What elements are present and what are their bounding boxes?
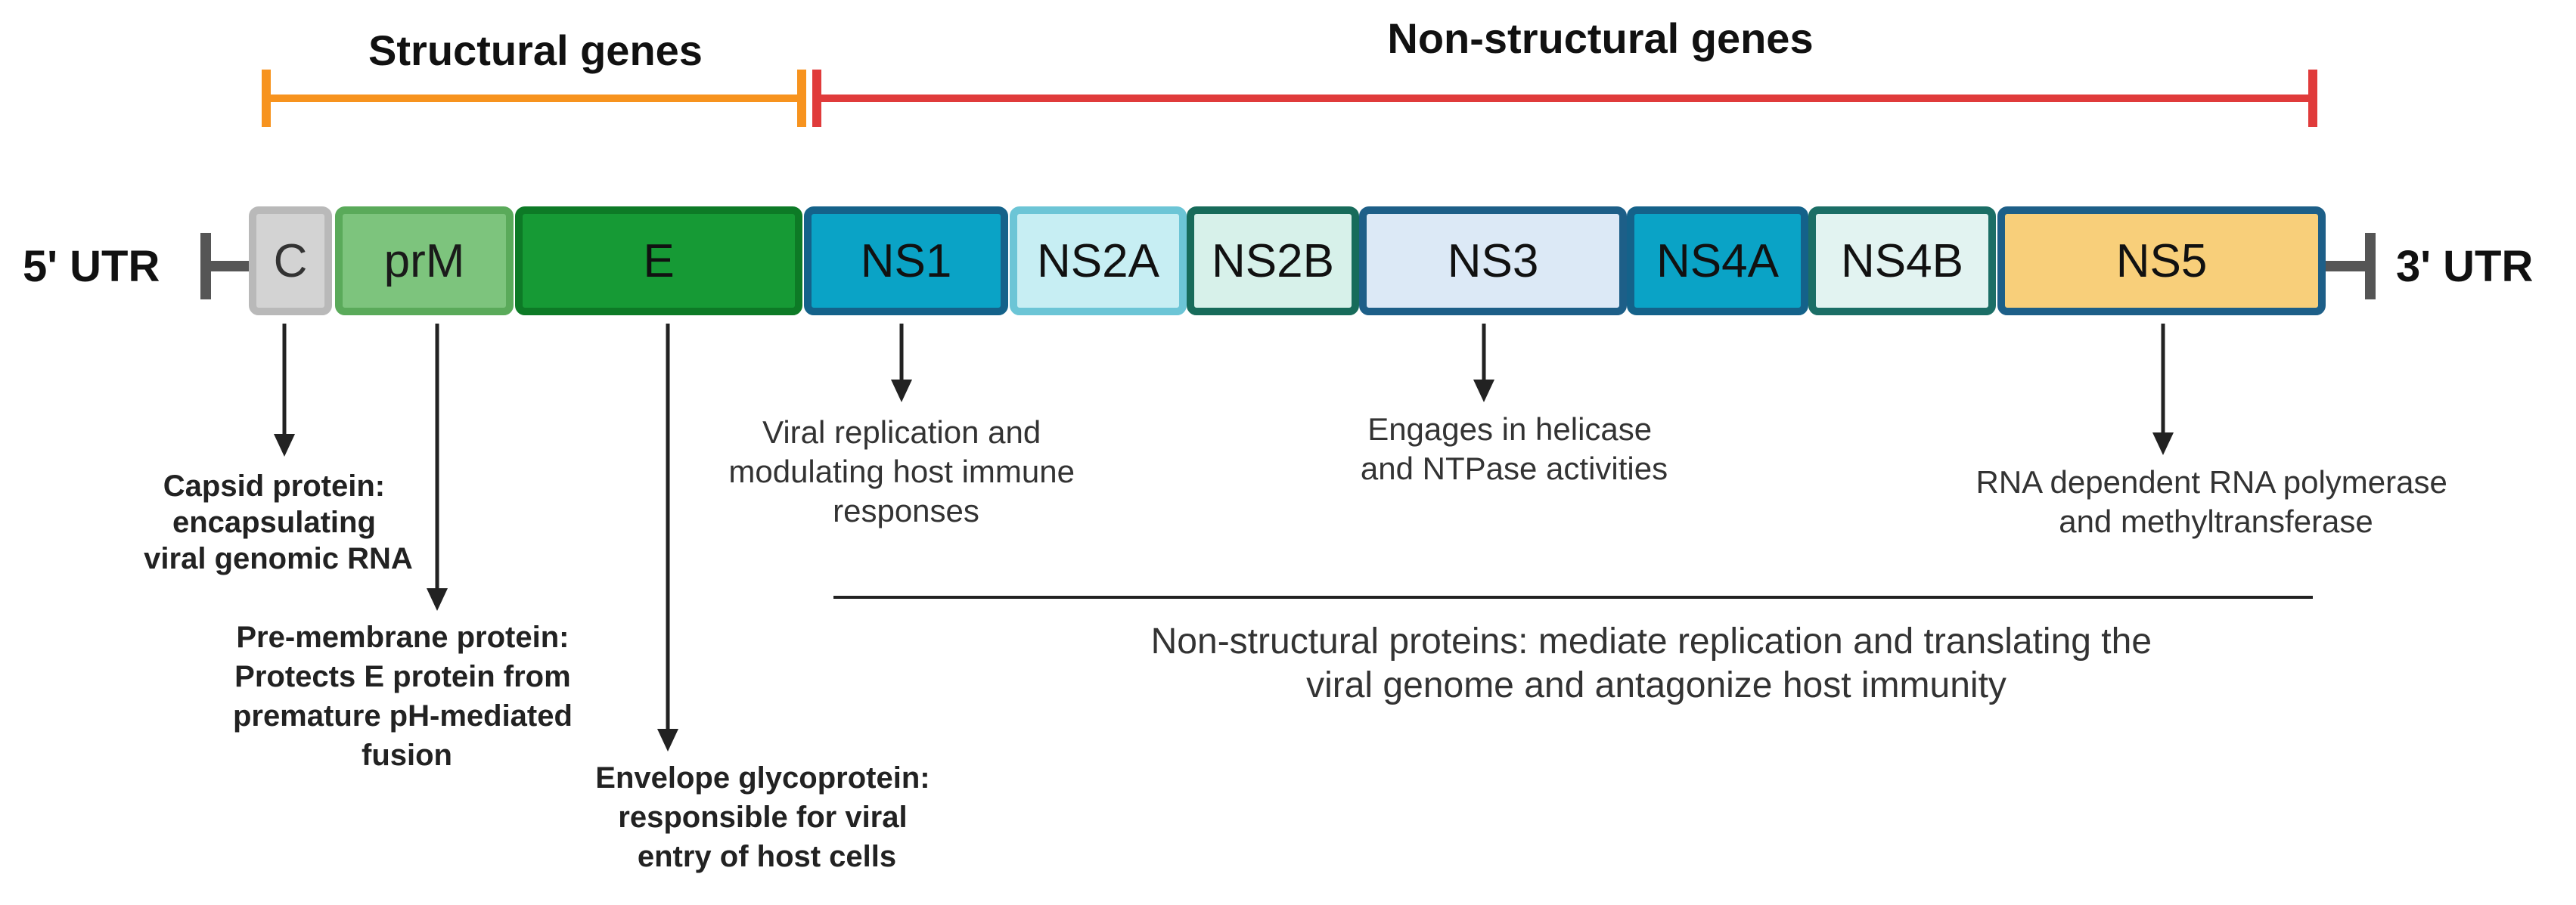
nonstructural-summary-line: Non-structural proteins: mediate replica… bbox=[1151, 621, 2152, 662]
gene-label-ns1: NS1 bbox=[861, 235, 952, 287]
gene-label-ns2b: NS2B bbox=[1212, 235, 1334, 287]
five-prime-utr-label: 5' UTR bbox=[23, 242, 160, 291]
ns5-description-line: RNA dependent RNA polymerase bbox=[1975, 464, 2447, 500]
arrow-ns3-head bbox=[1473, 380, 1494, 402]
ns3-description-line: and NTPase activities bbox=[1361, 451, 1668, 486]
ns3-description-line: Engages in helicase bbox=[1367, 411, 1652, 447]
ns1-description-line: Viral replication and bbox=[762, 414, 1041, 450]
envelope-description-line: responsible for viral bbox=[618, 801, 907, 834]
premembrane-description-line: premature pH-mediated bbox=[233, 699, 573, 733]
ns5-description-line: and methyltransferase bbox=[2059, 504, 2373, 539]
gene-label-ns2a: NS2A bbox=[1037, 235, 1160, 287]
gene-box-e bbox=[515, 206, 802, 315]
premembrane-description-line: Protects E protein from bbox=[234, 660, 571, 693]
arrow-prm-head bbox=[427, 588, 448, 611]
gene-label-prm: prM bbox=[384, 235, 465, 287]
gene-box-ns4b bbox=[1808, 206, 1996, 315]
premembrane-description-line: fusion bbox=[362, 739, 452, 772]
gene-segment-ns4a: NS4A bbox=[1627, 206, 1808, 315]
capsid-description: Capsid protein: encapsulating viral geno… bbox=[144, 470, 413, 575]
three-prime-utr-line bbox=[2323, 233, 2376, 299]
ns1-description: Viral replication and modulating host im… bbox=[728, 414, 1083, 528]
premembrane-description-line: Pre-membrane protein: bbox=[236, 621, 569, 654]
ns3-description: Engages in helicase and NTPase activitie… bbox=[1361, 411, 1668, 486]
gene-segment-ns4b: NS4B bbox=[1808, 206, 1996, 315]
gene-label-ns4b: NS4B bbox=[1841, 235, 1963, 287]
gene-segment-c: C bbox=[249, 206, 332, 315]
gene-box-ns2b bbox=[1187, 206, 1359, 315]
gene-box-ns3 bbox=[1359, 206, 1627, 315]
ns1-description-line: modulating host immune bbox=[728, 454, 1075, 489]
gene-label-ns4a: NS4A bbox=[1656, 235, 1780, 287]
arrow-envelope-head bbox=[657, 729, 678, 752]
nonstructural-bracket bbox=[812, 70, 2317, 127]
gene-segment-ns3: NS3 bbox=[1359, 206, 1627, 315]
gene-label-e: E bbox=[643, 235, 674, 287]
structural-genes-header: Structural genes bbox=[368, 26, 703, 74]
arrow-ns1-head bbox=[891, 380, 912, 402]
five-prime-utr-line bbox=[200, 233, 253, 299]
premembrane-description: Pre-membrane protein: Protects E protein… bbox=[233, 621, 581, 772]
arrow-capsid-head bbox=[274, 434, 295, 457]
gene-segment-ns2a: NS2A bbox=[1010, 206, 1187, 315]
nonstructural-genes-header: Non-structural genes bbox=[1387, 14, 1813, 62]
gene-label-ns5: NS5 bbox=[2116, 235, 2208, 287]
nonstructural-summary-line: viral genome and antagonize host immunit… bbox=[1306, 665, 2006, 705]
gene-box-ns1 bbox=[804, 206, 1008, 315]
gene-box-prm bbox=[335, 206, 514, 315]
envelope-description-line: Envelope glycoprotein: bbox=[595, 761, 930, 795]
gene-segment-e: E bbox=[515, 206, 802, 315]
envelope-description-line: entry of host cells bbox=[638, 840, 896, 873]
nonstructural-summary: Non-structural proteins: mediate replica… bbox=[1151, 621, 2162, 705]
arrow-ns5-head bbox=[2152, 432, 2174, 455]
ns1-description-line: responses bbox=[833, 493, 979, 528]
capsid-description-line: viral genomic RNA bbox=[144, 542, 413, 575]
capsid-description-line: encapsulating bbox=[172, 506, 376, 539]
gene-box-ns2a bbox=[1010, 206, 1187, 315]
annotation-arrows bbox=[274, 324, 2174, 752]
envelope-description: Envelope glycoprotein: responsible for v… bbox=[595, 761, 938, 873]
gene-segment-ns2b: NS2B bbox=[1187, 206, 1359, 315]
gene-segment-ns5: NS5 bbox=[1997, 206, 2326, 315]
capsid-description-line: Capsid protein: bbox=[163, 470, 385, 503]
gene-box-c bbox=[249, 206, 332, 315]
gene-box-ns4a bbox=[1627, 206, 1808, 315]
gene-segment-ns1: NS1 bbox=[804, 206, 1008, 315]
gene-segment-prm: prM bbox=[335, 206, 514, 315]
structural-bracket bbox=[262, 70, 806, 127]
three-prime-utr-label: 3' UTR bbox=[2396, 242, 2533, 291]
gene-label-c: C bbox=[274, 235, 308, 287]
ns5-description: RNA dependent RNA polymerase and methylt… bbox=[1975, 464, 2456, 539]
gene-label-ns3: NS3 bbox=[1448, 235, 1539, 287]
gene-box-ns5 bbox=[1997, 206, 2326, 315]
gene-segments: C prM E NS1 NS2A NS2B NS3 NS4A bbox=[249, 206, 2326, 315]
